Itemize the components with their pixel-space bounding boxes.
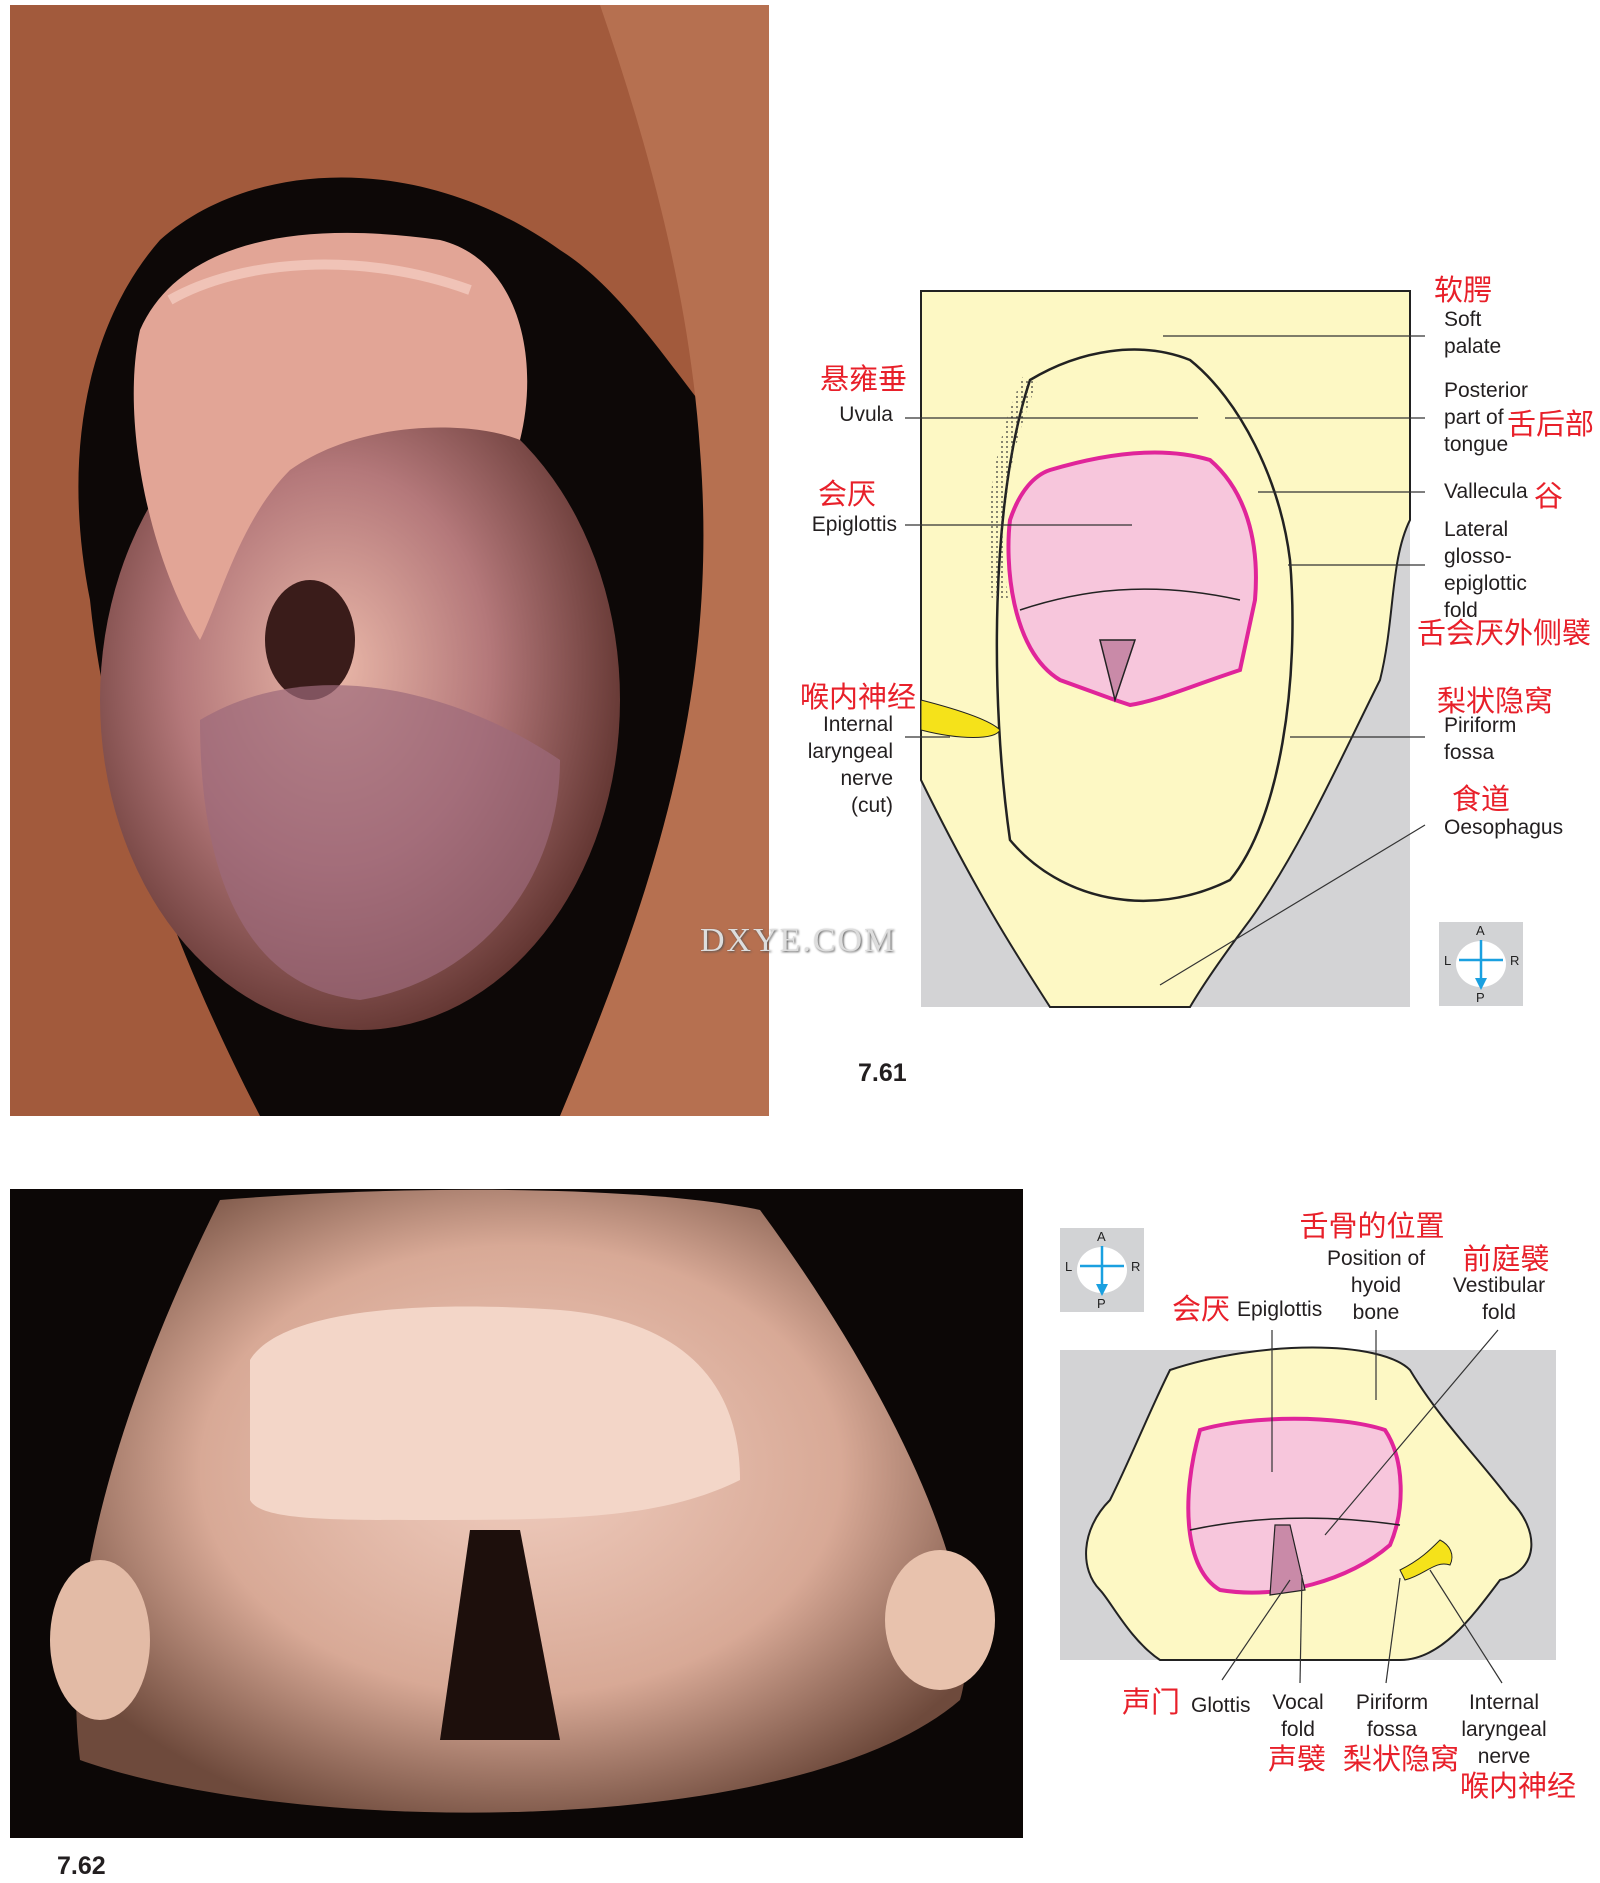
- label-piriform-fossa-zh: 梨状隐窝: [1437, 684, 1554, 718]
- label-line: Position of: [1326, 1247, 1426, 1270]
- figure-number-7-61: 7.61: [858, 1059, 907, 1087]
- compass-arrows-icon: [1077, 1246, 1127, 1296]
- label-internal-laryngeal-nerve-zh: 喉内神经: [1459, 1769, 1577, 1803]
- label-line: fold: [1444, 599, 1478, 622]
- label-line: Piriform: [1444, 714, 1517, 737]
- label-line: bone: [1352, 1301, 1400, 1324]
- orientation-r: R: [1510, 953, 1520, 968]
- label-vocal-fold: Vocal fold: [1272, 1689, 1323, 1743]
- label-line: laryngeal: [1461, 1718, 1547, 1741]
- label-line: fossa: [1366, 1718, 1418, 1741]
- label-vallecula-zh: 谷: [1534, 479, 1564, 513]
- compass-arrows-icon: [1456, 940, 1506, 990]
- label-line: Posterior: [1444, 379, 1529, 402]
- label-posterior-tongue: Posterior part of tongue: [1444, 377, 1528, 458]
- label-glottis: Glottis: [1191, 1694, 1251, 1717]
- label-vallecula: Vallecula: [1444, 480, 1528, 503]
- label-internal-laryngeal-nerve: Internal laryngeal nerve (cut): [808, 711, 893, 819]
- label-lateral-glosso-epiglottic-fold-zh: 舌会厌外侧襞: [1417, 616, 1592, 650]
- diagram-7-61: [905, 290, 1426, 1008]
- label-line: Vocal: [1272, 1691, 1324, 1714]
- label-line: palate: [1444, 335, 1502, 358]
- diagram-7-62: [1060, 1329, 1556, 1684]
- photo-7-62: [10, 1189, 1023, 1838]
- label-line: part of: [1444, 406, 1504, 429]
- label-hyoid-position: Position of hyoid bone: [1327, 1245, 1425, 1326]
- label-posterior-tongue-zh: 舌后部: [1507, 407, 1595, 441]
- label-line: hyoid: [1350, 1274, 1402, 1297]
- label-epiglottis-zh: 会厌: [818, 477, 877, 511]
- photo-7-61: [10, 5, 769, 1116]
- orientation-p: P: [1097, 1296, 1106, 1311]
- label-line: nerve: [840, 767, 893, 790]
- orientation-p: P: [1476, 990, 1485, 1005]
- label-piriform-fossa: Piriform fossa: [1444, 712, 1516, 766]
- orientation-compass-7-62: A P L R: [1060, 1228, 1144, 1312]
- orientation-a: A: [1097, 1229, 1106, 1244]
- label-piriform-fossa: Piriform fossa: [1356, 1689, 1428, 1743]
- label-internal-laryngeal-nerve-zh: 喉内神经: [800, 680, 917, 714]
- orientation-compass-7-61: A P L R: [1439, 922, 1523, 1006]
- orientation-l: L: [1065, 1259, 1073, 1274]
- label-uvula-zh: 悬雍垂: [820, 362, 908, 396]
- label-vestibular-fold: Vestibular fold: [1453, 1272, 1545, 1326]
- label-line: laryngeal: [807, 740, 893, 763]
- label-soft-palate: Soft palate: [1444, 306, 1501, 360]
- label-line: Soft: [1444, 308, 1482, 331]
- label-epiglottis-zh: 会厌: [1172, 1292, 1231, 1326]
- watermark: DXYE.COM: [700, 922, 897, 959]
- label-line: Lateral: [1444, 518, 1509, 541]
- orientation-a: A: [1476, 923, 1485, 938]
- orientation-l: L: [1444, 953, 1452, 968]
- figure-number-7-62: 7.62: [57, 1852, 106, 1880]
- label-line: fold: [1482, 1301, 1516, 1324]
- label-line: fossa: [1444, 741, 1495, 764]
- label-line: nerve: [1477, 1745, 1531, 1768]
- label-oesophagus-zh: 食道: [1452, 782, 1511, 816]
- label-line: (cut): [851, 794, 893, 817]
- label-line: tongue: [1444, 433, 1509, 456]
- label-line: Internal: [822, 713, 893, 736]
- label-epiglottis: Epiglottis: [1237, 1298, 1323, 1321]
- label-line: Internal: [1468, 1691, 1540, 1714]
- label-epiglottis: Epiglottis: [811, 513, 897, 536]
- label-glottis-zh: 声门: [1122, 1685, 1181, 1719]
- label-uvula: Uvula: [839, 403, 893, 426]
- label-line: fold: [1281, 1718, 1315, 1741]
- label-hyoid-zh: 舌骨的位置: [1299, 1209, 1445, 1243]
- label-vestibular-zh: 前庭襞: [1462, 1242, 1550, 1276]
- label-soft-palate-zh: 软腭: [1434, 273, 1493, 307]
- label-line: Piriform: [1355, 1691, 1429, 1714]
- orientation-r: R: [1131, 1259, 1141, 1274]
- label-internal-laryngeal-nerve: Internal laryngeal nerve: [1461, 1689, 1546, 1770]
- label-vocal-fold-zh: 声襞: [1267, 1742, 1327, 1776]
- label-lateral-glosso-epiglottic-fold: Lateral glosso-epiglottic fold: [1444, 516, 1527, 624]
- label-oesophagus: Oesophagus: [1444, 816, 1564, 839]
- label-line: Vestibular: [1452, 1274, 1546, 1297]
- label-line: epiglottic: [1444, 572, 1527, 595]
- label-piriform-fossa-zh: 梨状隐窝: [1342, 1742, 1460, 1776]
- label-line: glosso-: [1444, 545, 1512, 568]
